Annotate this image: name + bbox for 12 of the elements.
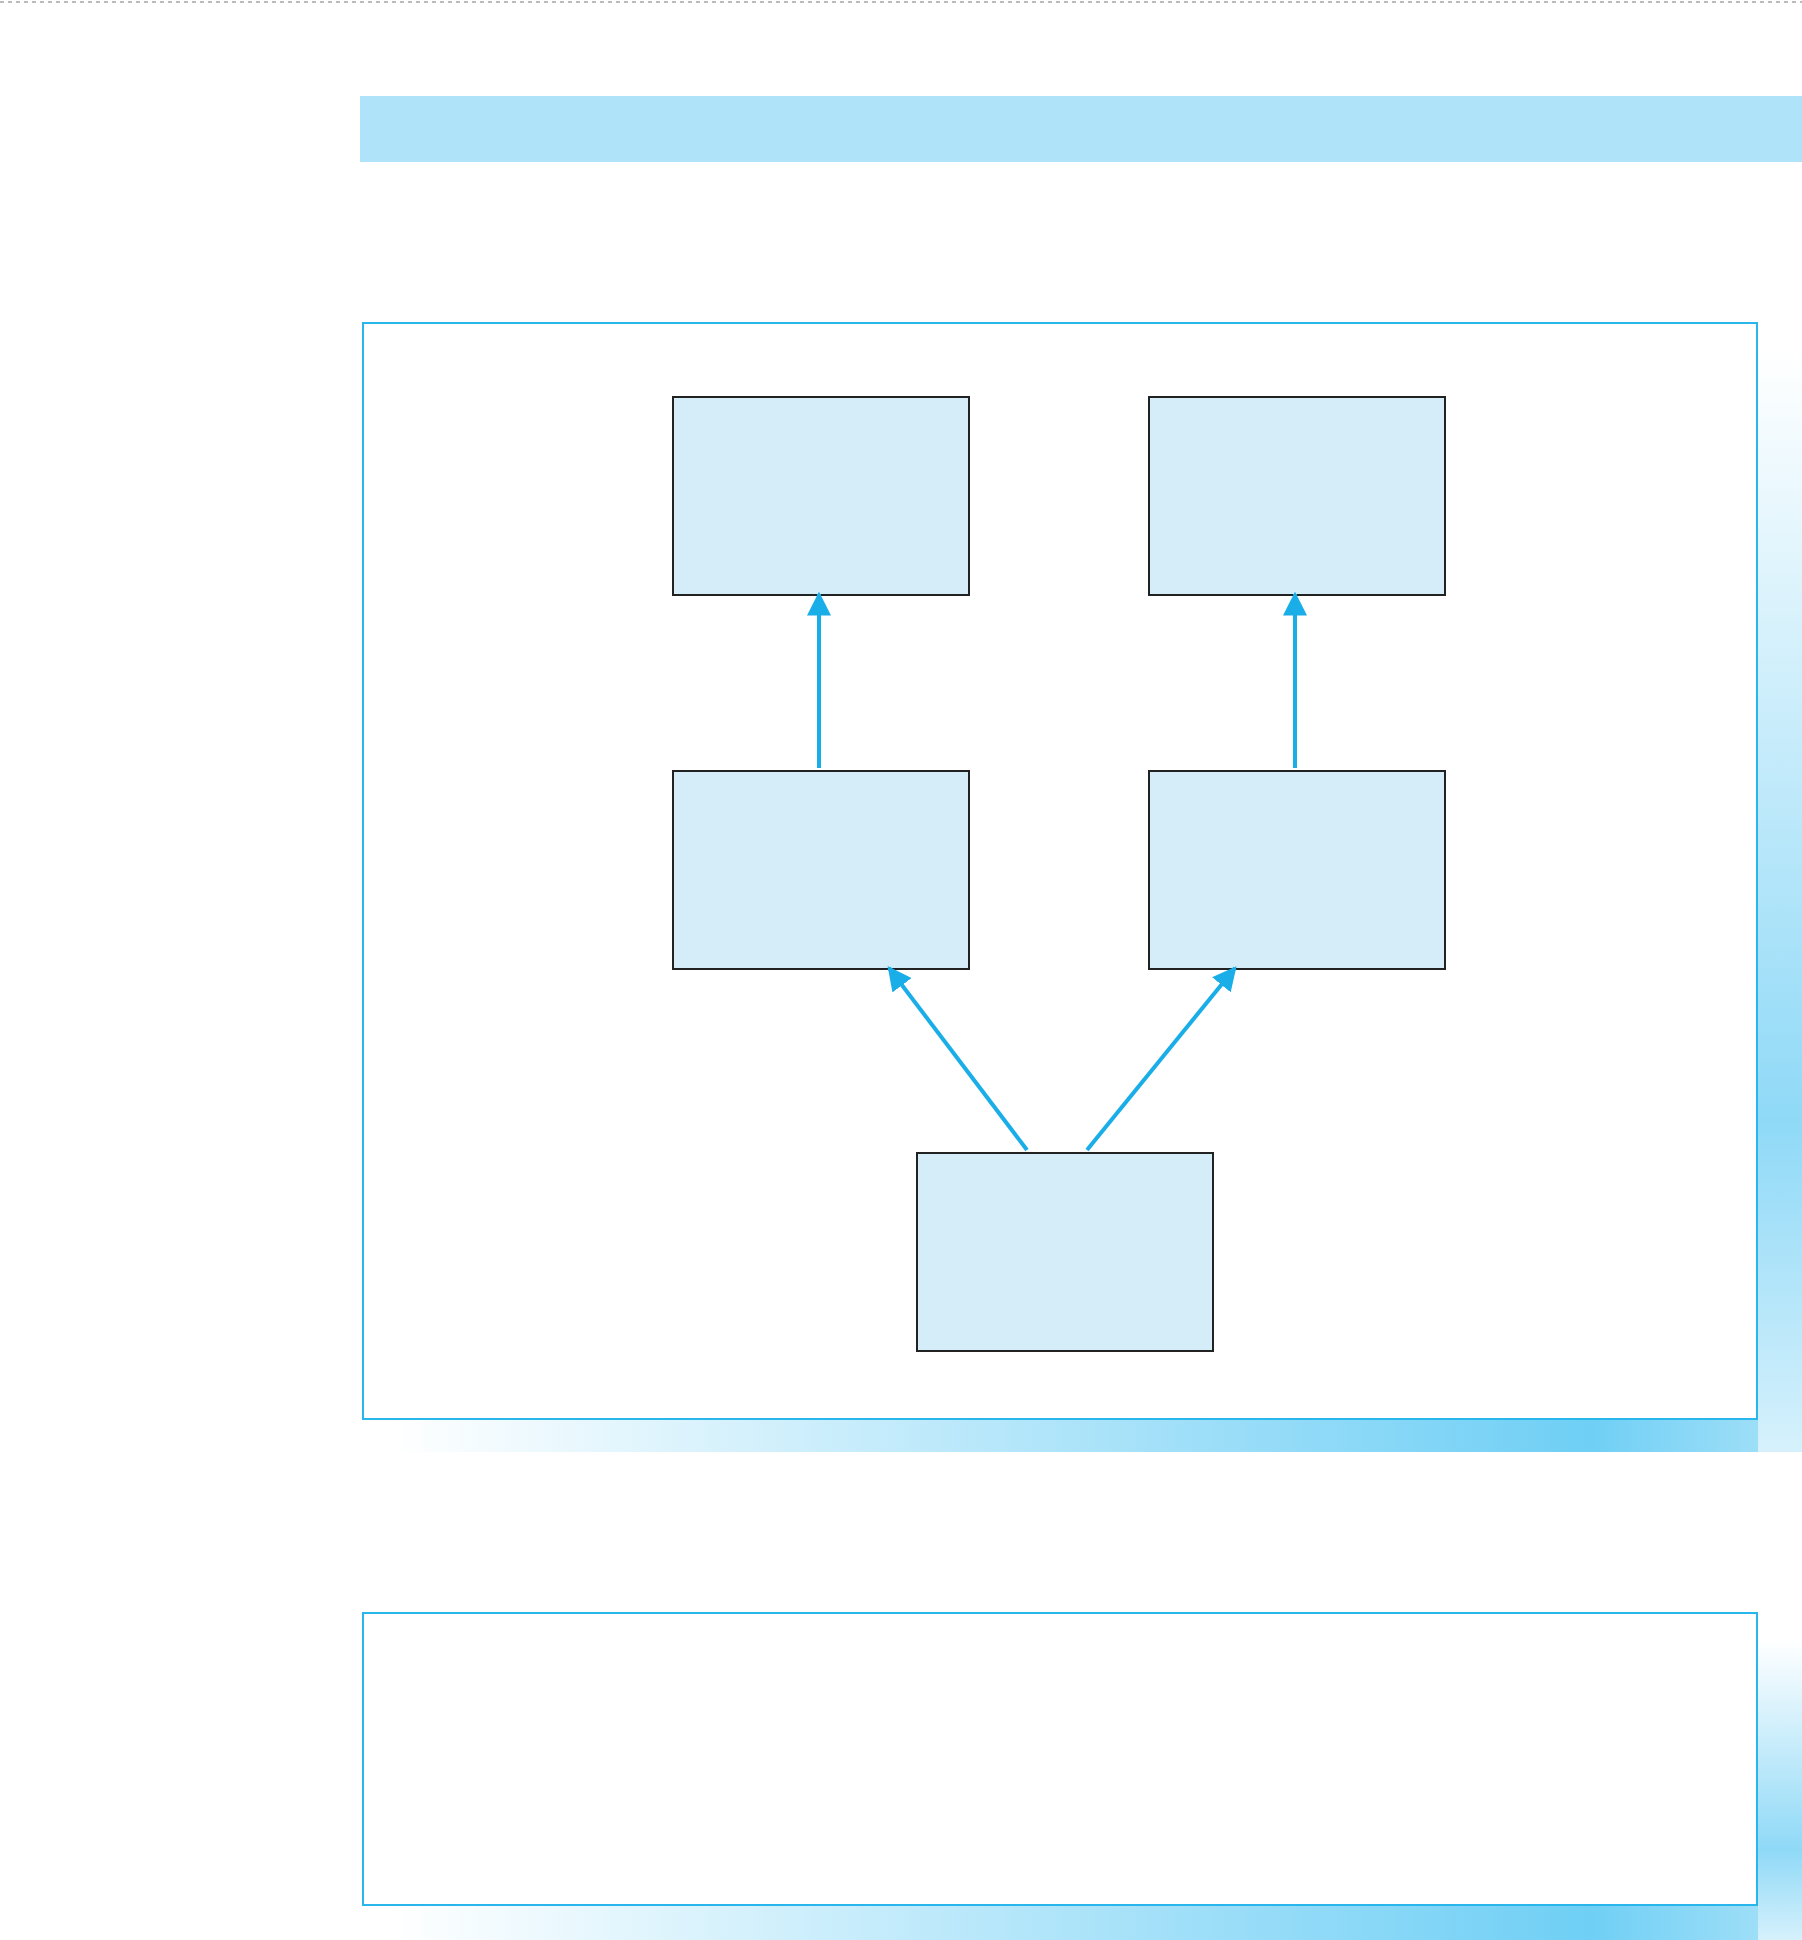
process-box: [672, 396, 970, 596]
process-box: [916, 1152, 1214, 1352]
process-box: [1148, 396, 1446, 596]
arrow: [887, 966, 1029, 1152]
header-bar: [360, 96, 1802, 162]
arrow: [1085, 966, 1237, 1152]
panel-frame: [362, 322, 1758, 1420]
process-box: [672, 770, 970, 970]
panel-frame: [362, 1612, 1758, 1906]
process-box: [1148, 770, 1446, 970]
arrow: [807, 591, 831, 768]
arrow: [1283, 591, 1307, 768]
